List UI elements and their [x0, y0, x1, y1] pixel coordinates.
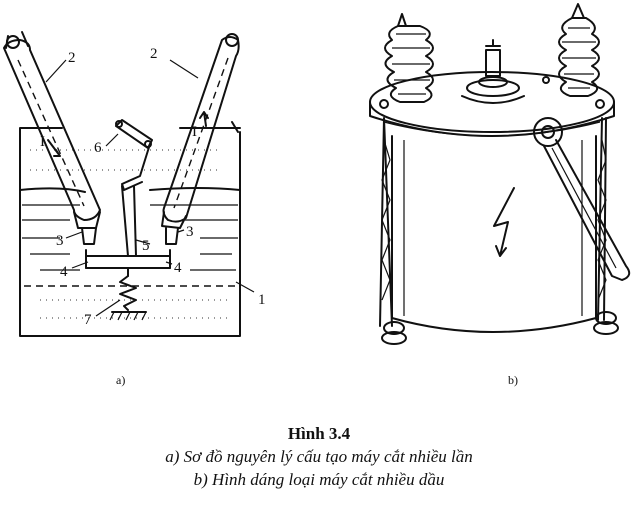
label-2-right: 2 — [150, 46, 158, 62]
caption-line-b: b) Hình dáng loại máy cắt nhiều dầu — [193, 470, 445, 489]
spring — [109, 275, 147, 321]
centre-stem — [461, 39, 525, 104]
label-2-left: 2 — [68, 50, 76, 66]
top-flange — [369, 71, 615, 137]
moving-contact — [85, 185, 171, 277]
sublabel-a: a) — [116, 373, 125, 387]
label-3-left: 3 — [56, 233, 64, 249]
figure-drawing: 2 2 6 I I 3 3 5 4 4 7 1 a) — [3, 3, 631, 387]
sublabel-b: b) — [508, 373, 518, 387]
figure-a-schematic: 2 2 6 I I 3 3 5 4 4 7 1 a) — [3, 31, 266, 387]
figure-title: Hình 3.4 — [287, 424, 351, 443]
label-1: 1 — [258, 292, 266, 308]
high-voltage-symbol-icon — [493, 187, 515, 257]
oil-tank — [19, 121, 241, 337]
oil-surface — [19, 187, 241, 271]
right-insulator — [558, 3, 600, 97]
label-current-left: I — [40, 134, 45, 150]
label-current-right: I — [192, 124, 197, 140]
legs — [379, 117, 619, 345]
left-bushing — [3, 31, 101, 245]
operating-linkage — [115, 119, 153, 191]
label-5: 5 — [142, 238, 150, 254]
right-bushing — [161, 33, 240, 245]
cylinder-tank — [391, 135, 597, 333]
label-6: 6 — [94, 140, 102, 156]
figure-b-breaker: b) — [369, 3, 631, 387]
label-3-right: 3 — [186, 224, 194, 240]
caption-line-a: a) Sơ đồ nguyên lý cấu tạo máy cắt nhiều… — [165, 447, 473, 466]
label-4-right: 4 — [174, 260, 182, 276]
left-insulator — [384, 13, 434, 103]
label-4-left: 4 — [60, 264, 68, 280]
leader-lines — [45, 59, 255, 317]
label-7: 7 — [84, 312, 92, 328]
